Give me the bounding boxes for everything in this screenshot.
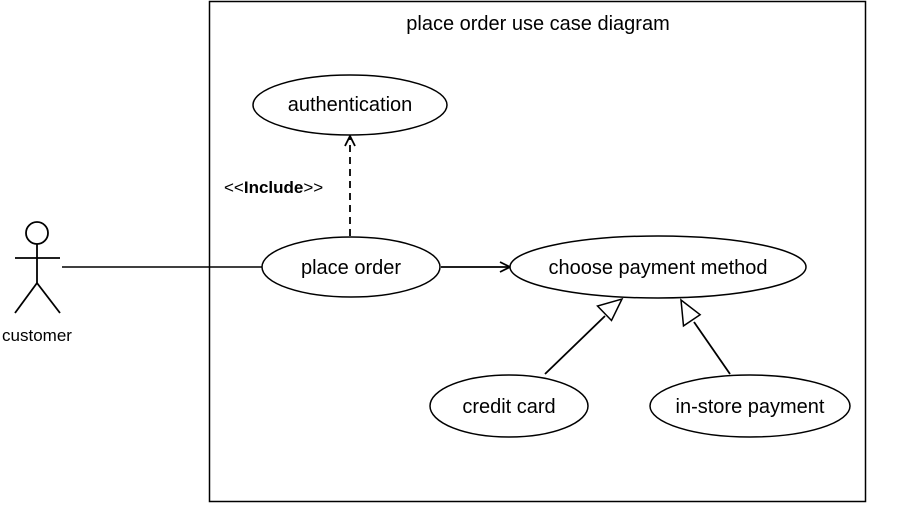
generalization-line-credit [544,315,606,375]
actor-right-leg [36,282,61,314]
use-case-label: in-store payment [676,396,825,418]
include-prefix: << [224,178,244,197]
system-boundary [208,0,867,503]
use-case-label: choose payment method [548,257,767,279]
include-keyword: Include [244,178,304,197]
use-case-ellipse [649,374,851,438]
use-case-in-store-payment[interactable]: in-store payment [649,374,851,438]
actor-head [25,221,49,245]
use-case-ellipse [429,374,589,438]
use-case-authentication[interactable]: authentication [252,74,448,136]
use-case-ellipse [252,74,448,136]
system-title: place order use case diagram [406,13,669,35]
use-case-label: authentication [288,94,413,116]
include-label: <<Include>> [224,178,323,197]
use-case-label: credit card [462,396,555,418]
actor-label: customer [2,326,72,345]
use-case-choose-payment-method[interactable]: choose payment method [509,235,807,299]
include-suffix: >> [303,178,323,197]
actor-left-leg [14,282,38,314]
generalization-arrowhead-credit [596,297,624,322]
use-case-ellipse [261,236,441,298]
generalization-line-instore [693,321,731,375]
use-case-label: place order [301,257,401,279]
customer-actor[interactable] [14,221,61,314]
use-case-place-order[interactable]: place order [261,236,441,298]
use-case-ellipse [509,235,807,299]
use-case-credit-card[interactable]: credit card [429,374,589,438]
generalization-arrowhead-instore [680,298,702,328]
